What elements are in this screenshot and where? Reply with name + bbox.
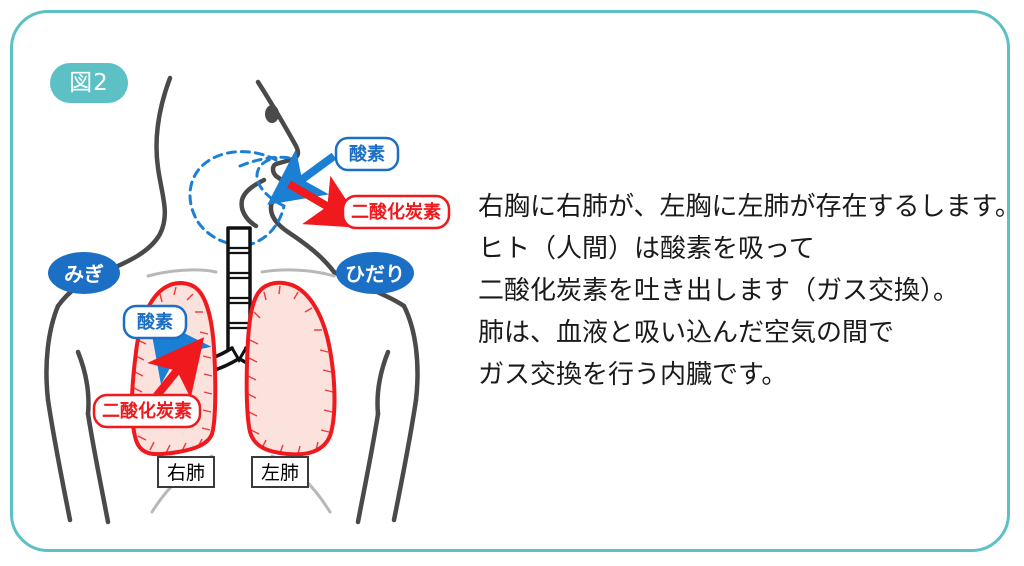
body-outline (44, 75, 420, 525)
organ-label-left-lung-text: 左肺 (261, 462, 299, 484)
organ-label-right-lung: 右肺 (157, 456, 215, 488)
organ-label-left-lung: 左肺 (251, 456, 309, 488)
callout-oxygen-lung: 酸素 (122, 304, 188, 340)
anatomy-illustration: みぎ ひだり 酸素 二酸化炭素 酸素 二酸化炭素 右肺 (44, 75, 451, 525)
side-label-left-text: ひだり (345, 262, 405, 286)
callout-oxygen-lung-text: 酸素 (137, 311, 173, 333)
description-line-1: 右胸に右肺が、左胸に左肺が存在するします。 (478, 192, 1021, 222)
callout-co2-lung: 二酸化炭素 (92, 393, 202, 429)
description-line-5: ガス交換を行う内臓です。 (478, 360, 788, 390)
description-line-3: 二酸化炭素を吐き出します（ガス交換）。 (478, 276, 960, 306)
figure-number-badge: 図2 (50, 63, 128, 103)
description-text: 右胸に右肺が、左胸に左肺が存在するします。 ヒト（人間）は酸素を吸って 二酸化炭… (478, 186, 1021, 396)
organ-label-right-lung-text: 右肺 (167, 462, 205, 484)
eye-dot (265, 105, 279, 123)
side-label-right: みぎ (48, 252, 120, 294)
co2-mouth-arrow (286, 175, 365, 229)
left-lung-shape (244, 280, 337, 457)
description-line-4: 肺は、血液と吸い込んだ空気の間で (478, 318, 895, 348)
callout-co2-mouth-text: 二酸化炭素 (351, 201, 441, 223)
callout-co2-lung-text: 二酸化炭素 (102, 400, 192, 422)
side-label-right-text: みぎ (64, 262, 104, 286)
callout-co2-mouth: 二酸化炭素 (341, 194, 451, 230)
figure-frame (10, 10, 1010, 552)
left-lung-hatching (247, 285, 334, 455)
callout-oxygen-mouth: 酸素 (334, 136, 400, 172)
description-line-2: ヒト（人間）は酸素を吸って (478, 234, 815, 264)
side-label-left: ひだり (336, 252, 414, 294)
callout-oxygen-mouth-text: 酸素 (349, 143, 385, 165)
oxygen-mouth-arrow (267, 149, 337, 205)
